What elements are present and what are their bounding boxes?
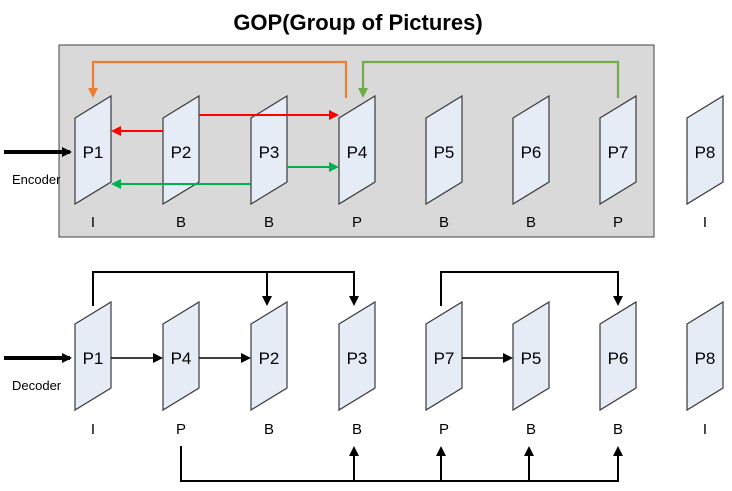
frame-type: P: [439, 421, 449, 438]
frame-name: P5: [521, 349, 542, 368]
frame-type: B: [439, 214, 449, 231]
reference-bracket-p1: [92, 271, 359, 306]
frame-name: P2: [171, 143, 192, 162]
frame-name: P7: [608, 143, 629, 162]
decoder-frame: P7 P: [425, 300, 463, 438]
frame-name: P3: [347, 349, 368, 368]
encoder-label: Encoder: [12, 172, 61, 187]
diagram-title: GOP(Group of Pictures): [233, 10, 482, 35]
decoder-label: Decoder: [12, 378, 62, 393]
frame-name: P6: [608, 349, 629, 368]
frame-type: B: [613, 421, 623, 438]
frame-name: P4: [347, 143, 368, 162]
frame-name: P1: [83, 349, 104, 368]
decoder-frame: P4 P: [162, 300, 200, 438]
encoder-frame: P8 I: [686, 94, 724, 231]
reference-bracket-p4: [180, 446, 623, 482]
encoder-frame: P2 B: [162, 94, 200, 231]
frame-type: P: [176, 421, 186, 438]
decoder-frame: P3 B: [338, 300, 376, 438]
frame-type: I: [91, 214, 95, 231]
decoder-frame: P1 I: [74, 300, 112, 438]
frame-type: I: [91, 421, 95, 438]
frame-type: B: [176, 214, 186, 231]
decoder-frame: P8 I: [686, 300, 724, 438]
decoder-row: Decoder P1 I P4 P P2 B P3 B P7 P: [4, 271, 724, 482]
reference-bracket-p7: [440, 271, 623, 306]
decoder-frame: P6 B: [599, 300, 637, 438]
olive-reference-arrow: [358, 60, 620, 98]
encoder-frame: P4 P: [338, 94, 376, 231]
frame-type: B: [264, 421, 274, 438]
frame-name: P6: [521, 143, 542, 162]
decoder-frame: P5 B: [512, 300, 550, 438]
frame-type: P: [352, 214, 362, 231]
frame-name: P2: [259, 349, 280, 368]
frame-name: P5: [434, 143, 455, 162]
frame-type: P: [613, 214, 623, 231]
encoder-frame: P7 P: [599, 94, 637, 231]
encoder-row: Encoder P1 I P2 B P3 B P4 P P5 B: [4, 60, 724, 231]
encoder-frame: P1 I: [74, 94, 112, 231]
decoder-frame: P2 B: [250, 300, 288, 438]
frame-name: P4: [171, 349, 192, 368]
frame-type: B: [526, 214, 536, 231]
encoder-frame: P5 B: [425, 94, 463, 231]
frame-name: P8: [695, 143, 716, 162]
frame-name: P3: [259, 143, 280, 162]
frame-type: B: [264, 214, 274, 231]
frame-name: P7: [434, 349, 455, 368]
encoder-frame: P6 B: [512, 94, 550, 231]
encoder-frame: P3 B: [250, 94, 288, 231]
frame-type: B: [352, 421, 362, 438]
frame-type: I: [703, 214, 707, 231]
frame-type: B: [526, 421, 536, 438]
frame-type: I: [703, 421, 707, 438]
frame-name: P8: [695, 349, 716, 368]
orange-reference-arrow: [88, 60, 348, 98]
frame-name: P1: [83, 143, 104, 162]
